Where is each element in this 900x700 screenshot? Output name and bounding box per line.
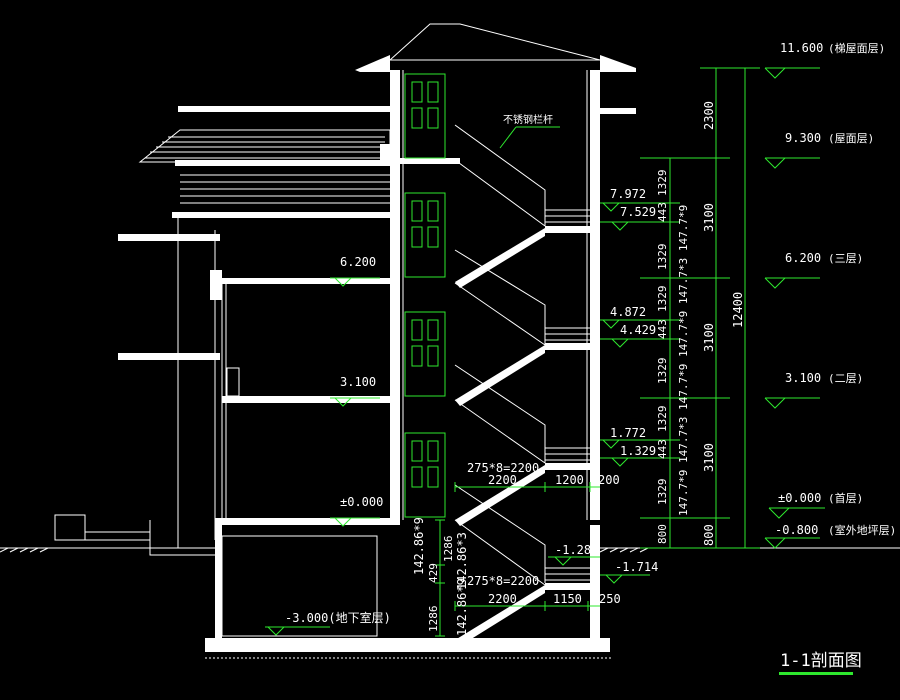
run-lower-1150: 1150 xyxy=(553,592,582,606)
right-elevation-markers: 11.600 (梯屋面层) 9.300 (屋面层) 6.200 (三层) 3.1… xyxy=(764,41,896,549)
elev-floor2: 3.100 xyxy=(340,375,376,389)
dim-total: 12400 xyxy=(731,292,745,328)
elev-1772: 1.772 xyxy=(610,426,646,440)
stair-tower xyxy=(355,23,636,640)
dim-stair-seg-10: 800 xyxy=(656,524,669,544)
dim-storey-4: 3100 xyxy=(702,443,716,472)
elev-right-label-1: (梯屋面层) xyxy=(828,42,885,55)
run-upper-200: 200 xyxy=(598,473,620,487)
dim-stair-seg-1: 1329 xyxy=(656,170,669,197)
run-lower: 275*8=2200 xyxy=(467,574,539,588)
elev-4872: 4.872 xyxy=(610,305,646,319)
dim-storey-1: 2300 xyxy=(702,101,716,130)
run-lower-250: 250 xyxy=(599,592,621,606)
elev-right-label-5: (首层) xyxy=(828,491,863,505)
dim-stair-seg-6: 1329 xyxy=(656,358,669,385)
elev-7972: 7.972 xyxy=(610,187,646,201)
elev-right-label-2: (屋面层) xyxy=(828,132,874,145)
doors xyxy=(404,73,446,518)
pitched-roof xyxy=(138,106,391,218)
floor-slabs xyxy=(205,278,612,659)
basement-riser-c: 142.86*9 xyxy=(455,578,469,636)
dim-stair-seg-8: 443 xyxy=(656,439,669,459)
dim-stair-risers: 147.7*9 147.7*3 147.7*9 147.7*9 147.7*3 … xyxy=(677,205,690,516)
elev-1329: 1.329 xyxy=(620,444,656,458)
elev-right-label-6: (室外地坪层) xyxy=(828,523,896,537)
elev-basement: -3.000(地下室层) xyxy=(285,610,391,625)
elev-right-value-5: ±0.000 xyxy=(778,491,821,505)
elev-7529: 7.529 xyxy=(620,205,656,219)
elev-4429: 4.429 xyxy=(620,323,656,337)
dim-stair-seg-3: 1329 xyxy=(656,244,669,271)
dim-storey-3: 3100 xyxy=(702,323,716,352)
railing-annotation: 不锈钢栏杆 xyxy=(499,113,560,149)
elev-right-value-2: 9.300 xyxy=(785,131,821,145)
elev-floor1: ±0.000 xyxy=(340,495,383,509)
left-facade xyxy=(54,218,240,556)
dim-stair-seg-9: 1329 xyxy=(656,479,669,506)
basement-riser-b: 142.86*3 xyxy=(455,532,469,590)
elev-right-label-3: (三层) xyxy=(828,252,863,265)
elev-right-value-4: 3.100 xyxy=(785,371,821,385)
run-upper-2200: 2200 xyxy=(488,473,517,487)
dim-stair-seg-5: 443 xyxy=(656,319,669,339)
elev-m1714: -1.714 xyxy=(615,560,658,574)
dim-stair-seg-7: 1329 xyxy=(656,406,669,433)
vertical-dimension-chains: 2300 3100 3100 3100 800 12400 1329 443 1… xyxy=(640,67,760,549)
elev-floor3: 6.200 xyxy=(340,255,376,269)
railing-label: 不锈钢栏杆 xyxy=(503,113,553,126)
elev-m1286: -1.286 xyxy=(555,543,598,557)
elev-right-value-6: -0.800 xyxy=(775,523,818,537)
basement-seg-429: 429 xyxy=(427,563,440,583)
basement-seg-1286a: 1286 xyxy=(442,536,455,563)
basement-seg-1286b: 1286 xyxy=(427,606,440,633)
elev-right-value-3: 6.200 xyxy=(785,251,821,265)
run-upper-1200: 1200 xyxy=(555,473,584,487)
stair-run-dimensions: 275*8=2200 2200 1200 200 275*8=2200 2200… xyxy=(454,461,621,611)
elev-right-label-4: (二层) xyxy=(828,372,863,385)
stair-flights xyxy=(454,124,590,646)
elev-right-value-1: 11.600 xyxy=(780,41,823,55)
basement-riser-dimensions: 142.86*9 142.86*3 142.86*9 1286 429 1286 xyxy=(412,517,469,637)
dim-stair-seg-2: 443 xyxy=(656,202,669,222)
dim-storey-2: 3100 xyxy=(702,203,716,232)
drawing-title: 1-1剖面图 xyxy=(779,651,862,675)
dim-stair-seg-4: 1329 xyxy=(656,286,669,313)
run-lower-2200: 2200 xyxy=(488,592,517,606)
basement-riser-a: 142.86*9 xyxy=(412,517,426,575)
drawing-title-text: 1-1剖面图 xyxy=(780,651,862,671)
inner-elevations: 6.200 3.100 ±0.000 -3.000(地下室层) 7.972 7.… xyxy=(265,187,658,636)
run-upper: 275*8=2200 xyxy=(467,461,539,475)
dim-storey-5: 800 xyxy=(702,524,716,546)
